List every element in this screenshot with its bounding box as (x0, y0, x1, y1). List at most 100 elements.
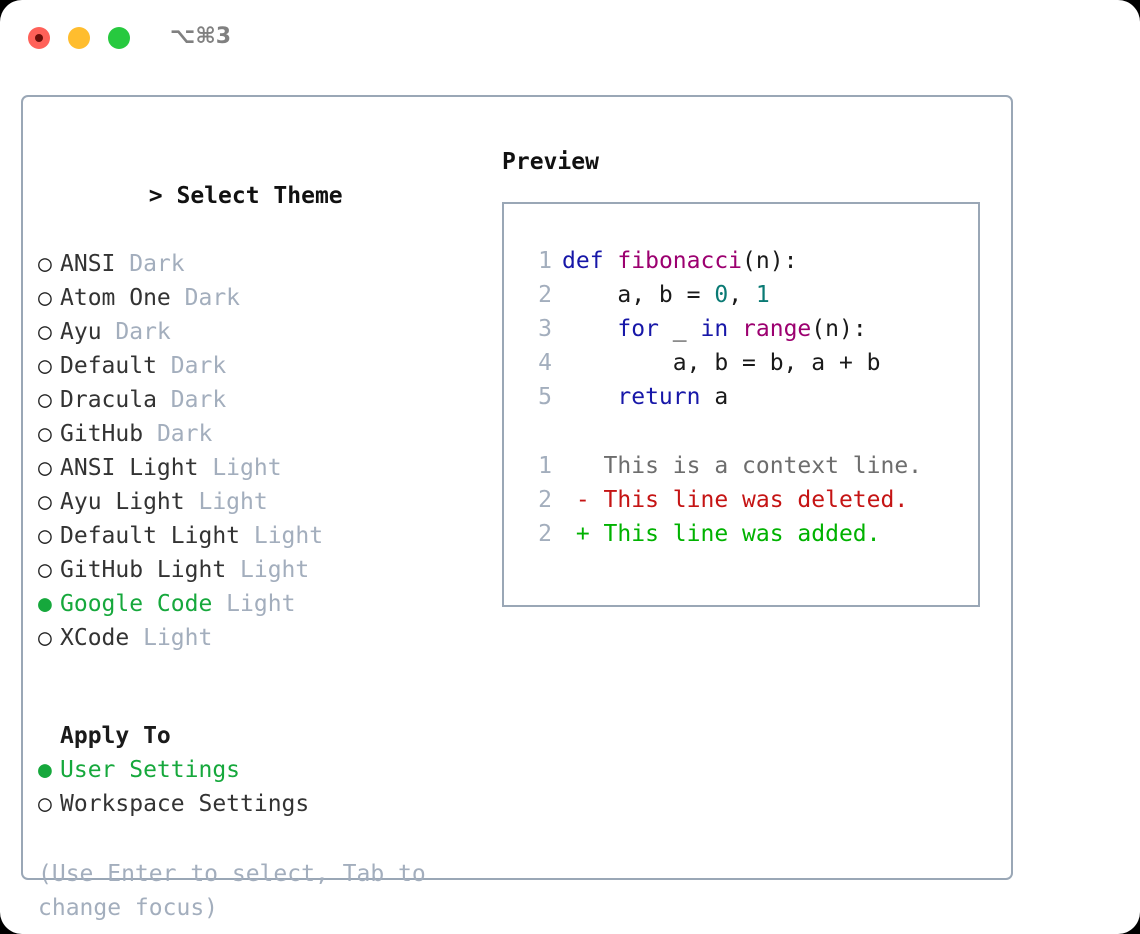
window-titlebar: ⌥⌘3 (0, 0, 1140, 78)
close-icon (35, 34, 43, 42)
code-line-number: 5 (538, 384, 552, 410)
keyboard-shortcut-label: ⌥⌘3 (170, 24, 232, 49)
code-token: def (562, 248, 604, 274)
theme-option-github-light[interactable]: ○GitHub Light Light (38, 553, 468, 587)
theme-option-label: XCode (60, 625, 130, 651)
theme-option-default-light[interactable]: ○ Default Light Light (38, 519, 468, 553)
theme-option-label: Ayu (60, 319, 102, 345)
theme-options-list: ○ ANSI Dark ○ Atom One Dark ○ Ayu Dark ○ Defaul… (38, 247, 468, 655)
prompt-caret-icon: > (148, 183, 177, 209)
code-line-number: 2 (538, 282, 552, 308)
code-token: in (700, 316, 729, 342)
theme-option-default[interactable]: ○ Default Dark (38, 349, 468, 383)
code-token: a, b = (562, 282, 715, 308)
radio-unselected-icon: ○ (38, 791, 52, 817)
code-token: return (617, 384, 701, 410)
theme-option-label: Atom One (60, 285, 171, 311)
theme-option-kind-badge: Light (184, 489, 268, 515)
theme-option-label: GitHub (60, 421, 144, 447)
theme-option-label: ANSI Light (60, 455, 199, 481)
theme-option-ansi[interactable]: ○ ANSI Dark (38, 247, 468, 281)
diff-line-number: 1 (538, 453, 552, 479)
theme-option-kind-badge: Dark (170, 285, 241, 311)
theme-list-panel: > Select Theme ○ANSI Dark○Atom One Dark○… (38, 145, 468, 655)
theme-selector-dialog: > Select Theme ○ANSI Dark○Atom One Dark○… (21, 95, 1013, 921)
code-token: fibonacci (617, 248, 743, 274)
keyboard-hint-text: (Use Enter to select, Tab to change focu… (38, 861, 426, 921)
code-line-number: 1 (538, 248, 552, 274)
theme-option-github[interactable]: ○GitHub Dark (38, 417, 468, 451)
radio-unselected-icon: ○ (38, 523, 52, 549)
code-token (562, 316, 617, 342)
theme-option-ayu[interactable]: ○ Ayu Dark (38, 315, 468, 349)
code-token: 0 (714, 282, 729, 308)
code-token (728, 316, 742, 342)
theme-option-label: ANSI (60, 251, 116, 277)
radio-selected-icon: ● (38, 757, 52, 783)
theme-option-google-code[interactable]: ● Google Code Light (38, 587, 468, 621)
code-line-number: 3 (538, 316, 552, 342)
theme-option-kind-badge: Light (212, 591, 296, 617)
apply-to-option-label: Workspace Settings (60, 791, 310, 817)
radio-unselected-icon: ○ (38, 319, 52, 345)
minimize-window-button[interactable] (68, 27, 90, 49)
theme-option-kind-badge: Light (240, 523, 324, 549)
radio-unselected-icon: ○ (38, 557, 52, 583)
theme-option-atom-one[interactable]: ○ Atom One Dark (38, 281, 468, 315)
theme-option-xcode[interactable]: ○ XCode Light (38, 621, 468, 655)
radio-unselected-icon: ○ (38, 387, 52, 413)
code-line: 4 a, b = b, a + b (522, 346, 972, 380)
code-token: a, b = b, a + b (562, 350, 881, 376)
radio-unselected-icon: ○ (38, 251, 52, 277)
diff-line: 2 + This line was added. (522, 517, 972, 551)
apply-to-option-user-settings[interactable]: ● User Settings (38, 753, 468, 787)
code-token: _ (658, 316, 701, 342)
code-token: for (617, 316, 659, 342)
diff-line-text: - This line was deleted. (562, 487, 909, 513)
theme-option-ayu-light[interactable]: ○Ayu Light Light (38, 485, 468, 519)
code-token (562, 384, 617, 410)
code-token: 1 (755, 282, 770, 308)
preview-panel: Preview (502, 145, 992, 179)
radio-unselected-icon: ○ (38, 421, 52, 447)
radio-unselected-icon: ○ (38, 455, 52, 481)
radio-unselected-icon: ○ (38, 625, 52, 651)
diff-line-number: 2 (538, 487, 552, 513)
apply-to-option-workspace-settings[interactable]: ○ Workspace Settings (38, 787, 468, 821)
radio-unselected-icon: ○ (38, 353, 52, 379)
apply-to-panel: Apply To ● User Settings ○ Workspace Settin… (38, 719, 468, 821)
radio-selected-icon: ● (38, 591, 52, 617)
theme-option-kind-badge: Dark (101, 319, 171, 345)
apply-to-options-list: ● User Settings ○ Workspace Settings (38, 753, 468, 821)
theme-option-kind-badge: Light (226, 557, 310, 583)
select-theme-heading-text: Select Theme (176, 183, 343, 209)
code-token: , (728, 282, 756, 308)
theme-option-dracula[interactable]: ○ Dracula Dark (38, 383, 468, 417)
apply-to-heading: Apply To (60, 723, 171, 749)
apply-to-option-label: User Settings (60, 757, 241, 783)
theme-option-kind-badge: Light (198, 455, 282, 481)
theme-option-ansi-light[interactable]: ○ ANSI Light Light (38, 451, 468, 485)
diff-line-text: + This line was added. (562, 521, 881, 547)
theme-option-label: Google Code (60, 591, 213, 617)
theme-option-kind-badge: Light (129, 625, 213, 651)
code-line: 2 a, b = 0, 1 (522, 278, 972, 312)
theme-option-label: Ayu Light (60, 489, 185, 515)
code-line-number: 4 (538, 350, 552, 376)
code-sample: 1 def fibonacci(n): 2 a, b = 0, 1 3 for _ i… (522, 244, 972, 414)
code-token (604, 248, 618, 274)
code-token: (n): (742, 248, 798, 274)
theme-option-kind-badge: Dark (156, 353, 227, 379)
radio-unselected-icon: ○ (38, 285, 52, 311)
code-token: a (700, 384, 729, 410)
theme-option-kind-badge: Dark (156, 387, 227, 413)
code-token: range (742, 316, 812, 342)
diff-line-number: 2 (538, 521, 552, 547)
theme-option-kind-badge: Dark (115, 251, 185, 277)
theme-option-label: Default (60, 353, 157, 379)
theme-option-label: Default Light (60, 523, 241, 549)
code-line: 5 return a (522, 380, 972, 414)
maximize-window-button[interactable] (108, 27, 130, 49)
theme-option-label: Dracula (60, 387, 157, 413)
